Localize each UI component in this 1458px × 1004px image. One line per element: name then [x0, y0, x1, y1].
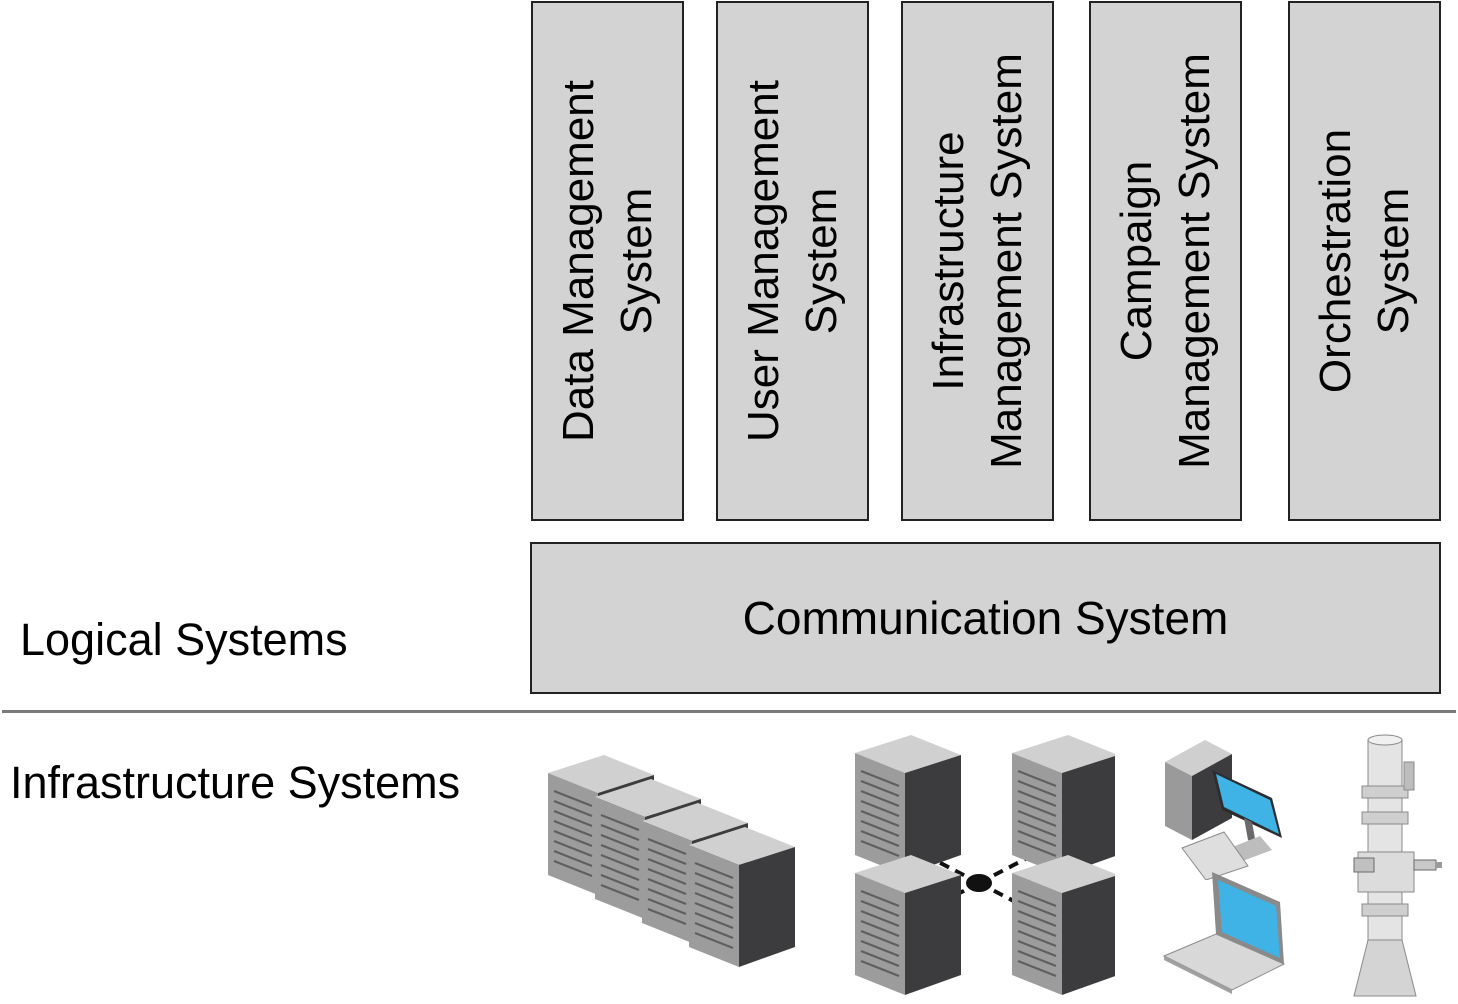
- orchestration-system-label: Orchestration System: [1310, 128, 1418, 394]
- infrastructure-management-system-box: Infrastructure Management System: [901, 1, 1054, 521]
- server-cluster-icon: [853, 733, 1120, 1004]
- server-rack-icon: [546, 753, 808, 985]
- laptop-icon: [1162, 872, 1292, 999]
- data-management-system-box: Data Management System: [531, 1, 684, 521]
- campaign-management-system-box: Campaign Management System: [1089, 1, 1242, 521]
- workstation-icon: [1160, 740, 1290, 885]
- infrastructure-management-system-label: Infrastructure Management System: [923, 53, 1031, 469]
- data-management-system-label: Data Management System: [553, 80, 661, 442]
- orchestration-system-box: Orchestration System: [1288, 1, 1441, 521]
- communication-system-label: Communication System: [742, 592, 1229, 644]
- user-management-system-label: User Management System: [738, 80, 846, 442]
- user-management-system-box: User Management System: [716, 1, 869, 521]
- communication-system-box: Communication System: [530, 542, 1441, 694]
- infrastructure-systems-label: Infrastructure Systems: [10, 757, 461, 808]
- logical-systems-label: Logical Systems: [20, 614, 348, 665]
- instrument-column-icon: [1340, 734, 1444, 1004]
- campaign-management-system-label: Campaign Management System: [1111, 53, 1219, 469]
- layer-divider: [2, 710, 1456, 713]
